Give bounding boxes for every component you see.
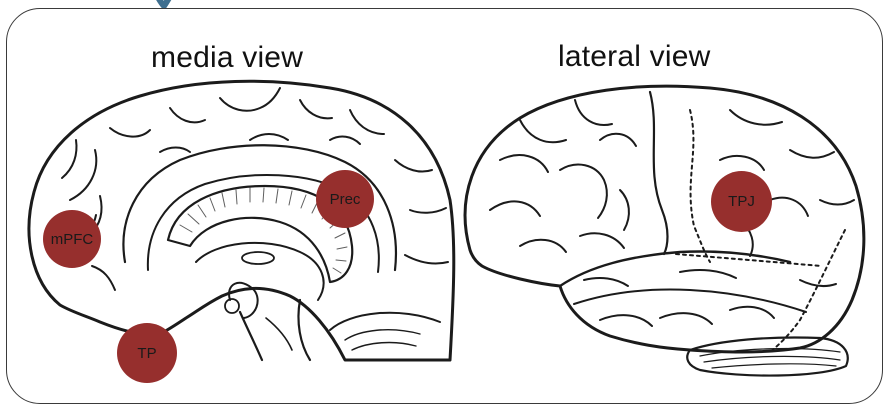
- region-tp-label: TP: [137, 345, 156, 362]
- region-tpj-marker: TPJ: [711, 171, 772, 232]
- region-tp-marker: TP: [117, 323, 177, 383]
- region-mpfc-marker: mPFC: [43, 210, 101, 268]
- region-prec-marker: Prec: [316, 170, 374, 228]
- region-prec-label: Prec: [330, 191, 361, 208]
- region-mpfc-label: mPFC: [51, 231, 94, 248]
- lateral-brain-drawing: [465, 86, 864, 375]
- region-tpj-label: TPJ: [728, 193, 755, 210]
